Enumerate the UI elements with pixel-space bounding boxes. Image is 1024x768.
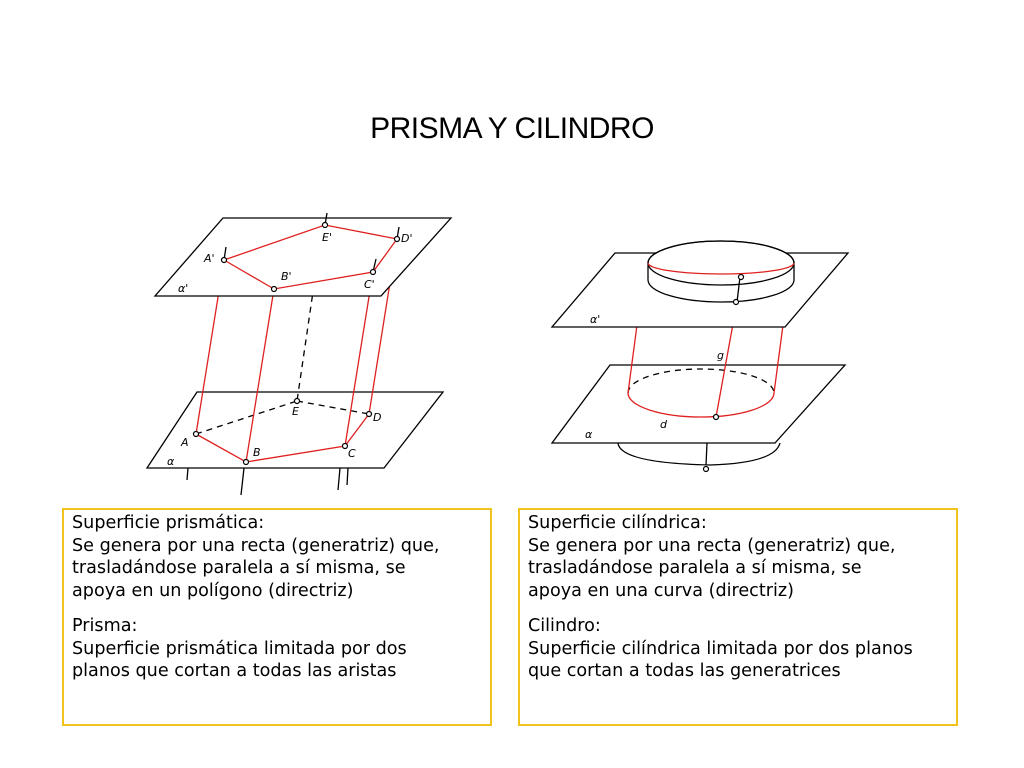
label-alpha-prime: α' [178,282,188,295]
label-alpha: α [585,428,593,441]
cylinder-generatrix-stub [736,276,741,303]
prism-lateral-edge [245,288,275,463]
vertex-point [293,397,301,405]
definition-line: Se genera por una recta (generatriz) que… [72,535,440,556]
vertex-point [192,430,200,438]
prism-diagram: A' B' C' D' E' α' A B C D E α [145,212,453,496]
label-E: E [292,405,299,418]
point-marker [737,273,745,281]
label-D: D [373,411,381,424]
cylinder-surface-paragraph: Superficie cilíndrica: Se genera por una… [528,512,956,602]
vertex-point [270,285,278,293]
cylinder-surface-heading: Superficie cilíndrica: [528,513,707,533]
prism-paragraph: Prisma: Superficie prismática limitada p… [72,615,490,683]
label-A-prime: A' [203,252,215,265]
cylinder-diagram: α' g d α [550,240,850,473]
label-C-prime: C' [364,278,375,291]
cylinder-lower-arc [617,442,781,466]
slide-title: PRISMA Y CILINDRO [370,112,654,145]
definition-line: trasladándose paralela a sí misma, se [528,558,862,578]
point-marker [732,298,740,306]
label-D-prime: D' [401,232,413,245]
definition-line: planos que cortan a todas las aristas [72,661,397,681]
vertex-point [220,256,228,264]
prism-lateral-edge [344,271,374,447]
vertex-point [321,221,329,229]
prism-generatrix-stub [186,467,189,481]
prism-bottom-plane [145,391,445,469]
prism-heading: Prisma: [72,616,138,636]
prism-surface-paragraph: Superficie prismática: Se genera por una… [72,512,490,602]
prism-bottom-hidden-edge [195,400,298,435]
label-B: B [253,446,261,459]
cylinder-definition-box: Superficie cilíndrica: Se genera por una… [518,508,958,726]
vertex-point [365,410,373,418]
vertex-point [242,458,250,466]
prism-bottom-hidden-edge [296,400,370,415]
vertex-point [341,442,349,450]
cylinder-base-hidden-arc [627,368,775,394]
prism-definition-box: Superficie prismática: Se genera por una… [62,508,492,726]
prism-generatrix-stub [240,467,245,496]
cylinder-paragraph: Cilindro: Superficie cilíndrica limitada… [528,615,956,683]
cylinder-generatrix-stub [705,442,708,466]
cylinder-top-section [647,262,795,275]
cylinder-heading: Cilindro: [528,616,601,636]
prism-generatrix-stub [346,467,349,486]
definition-line: Superficie cilíndrica limitada por dos p… [528,638,913,659]
prism-hidden-edge [296,284,315,402]
definition-line: Superficie prismática limitada por dos [72,638,407,659]
label-alpha-prime: α' [590,313,600,326]
prism-top-polygon [222,224,399,290]
point-marker [702,465,710,473]
prism-generatrix-stub [337,467,341,491]
label-C: C [348,447,356,460]
cylinder-base-front-arc [627,392,775,418]
label-alpha: α [167,455,175,468]
vertex-point [393,235,401,243]
prism-bottom-polygon [195,413,370,463]
label-A: A [180,436,189,449]
label-B-prime: B' [281,270,292,283]
label-E-prime: E' [322,231,332,244]
definition-line: trasladándose paralela a sí misma, se [72,558,406,578]
prism-surface-heading: Superficie prismática: [72,513,265,533]
label-d: d [660,418,668,431]
cylinder-bottom-plane [550,364,847,444]
definition-line: Se genera por una recta (generatriz) que… [528,535,896,556]
label-g: g [717,349,724,362]
definition-line: que cortan a todas las generatrices [528,661,841,681]
vertex-point [369,268,377,276]
definition-line: apoya en un polígono (directriz) [72,580,354,601]
point-marker [712,413,720,421]
definition-line: apoya en una curva (directriz) [528,580,794,601]
prism-top-plane [153,217,453,297]
